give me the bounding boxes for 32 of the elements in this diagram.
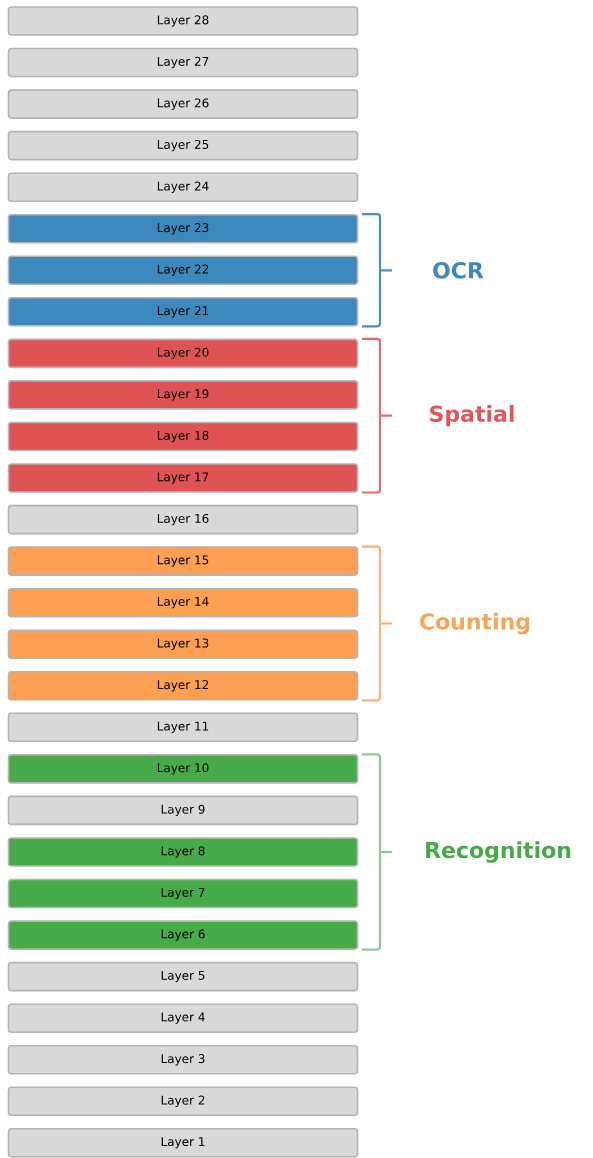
layer-bar: Layer 3 <box>7 1045 359 1075</box>
layer-bar: Layer 18 <box>7 421 359 452</box>
layer-bar: Layer 22 <box>7 255 359 286</box>
layer-bar: Layer 14 <box>7 587 359 618</box>
layer-bar: Layer 23 <box>7 214 359 244</box>
group-label: Counting <box>420 612 530 635</box>
layer-bar: Layer 26 <box>7 89 359 119</box>
layer-bar: Layer 1 <box>7 1128 359 1158</box>
layer-bar: Layer 11 <box>7 712 359 743</box>
layer-bar: Layer 21 <box>7 297 359 327</box>
layer-bar: Layer 27 <box>7 47 359 78</box>
layer-bar: Layer 15 <box>7 546 359 576</box>
group-label: Recognition <box>426 841 571 863</box>
layer-bar: Layer 8 <box>7 837 359 867</box>
layer-bar: Layer 4 <box>7 1003 359 1033</box>
layer-bar: Layer 12 <box>7 671 359 701</box>
layer-bar: Layer 6 <box>7 920 359 950</box>
layer-bar: Layer 10 <box>7 754 359 784</box>
layer-bar: Layer 20 <box>7 338 359 369</box>
layer-bar: Layer 17 <box>7 463 359 493</box>
group-label: OCR <box>433 262 484 279</box>
layer-bar: Layer 7 <box>7 878 359 909</box>
layer-bar: Layer 5 <box>7 961 359 992</box>
layer-bar: Layer 19 <box>7 380 359 410</box>
layer-bar: Layer 2 <box>7 1086 359 1117</box>
layer-bar: Layer 13 <box>7 629 359 659</box>
group-label: Spatial <box>430 405 514 427</box>
layer-bar: Layer 28 <box>7 6 359 36</box>
layer-bar: Layer 24 <box>7 172 359 202</box>
layer-bar: Layer 9 <box>7 795 359 826</box>
layer-bar: Layer 25 <box>7 130 359 161</box>
layer-bar: Layer 16 <box>7 504 359 535</box>
